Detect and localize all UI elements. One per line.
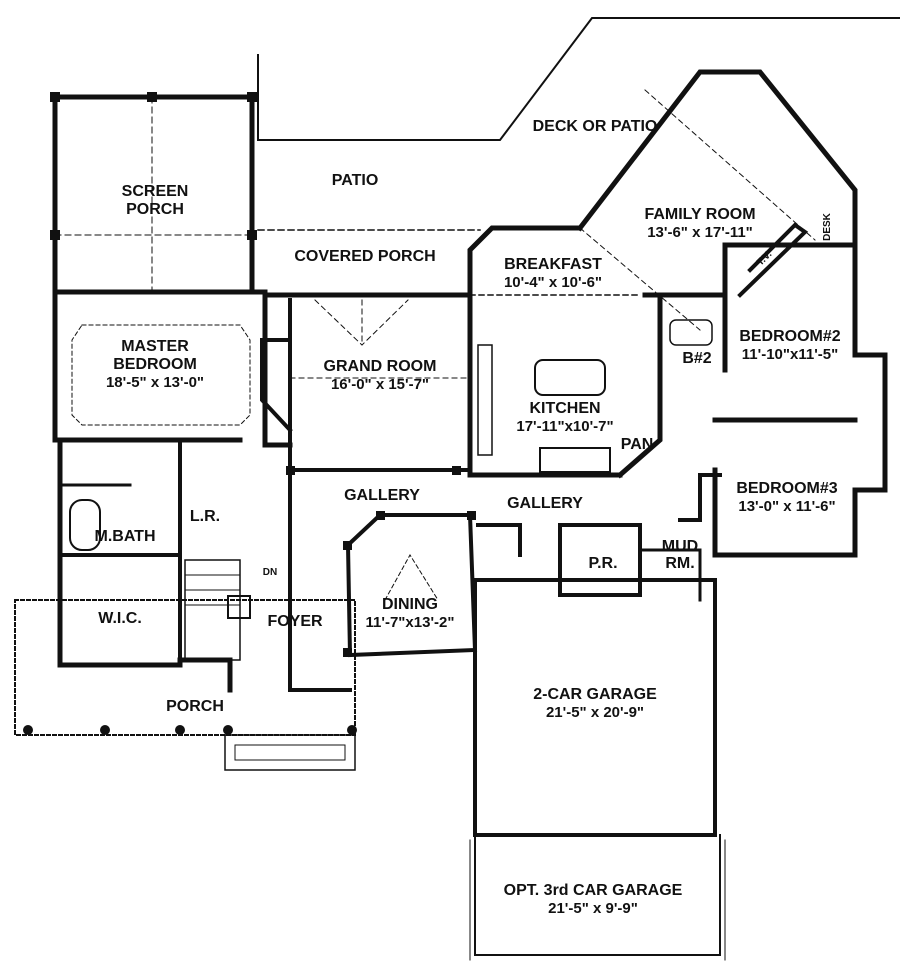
room-dimensions: 11'-10"x11'-5" bbox=[741, 346, 839, 363]
laundry-label: L.R. bbox=[189, 508, 221, 525]
room-dimensions: 13'-0" x 11'-6" bbox=[738, 498, 836, 515]
master-wall bbox=[52, 289, 293, 448]
desk-label: DESK bbox=[822, 213, 833, 241]
dining-outline bbox=[345, 513, 478, 658]
gallery-right-label: GALLERY bbox=[507, 495, 583, 512]
wic-label: W.I.C. bbox=[98, 610, 142, 627]
room-dimensions: 13'-6" x 17'-11" bbox=[647, 224, 753, 241]
deck-label: DECK OR PATIO bbox=[532, 118, 658, 135]
powder-room-label: P.R. bbox=[588, 555, 618, 572]
room-name: DINING bbox=[381, 596, 438, 613]
room-name: BREAKFAST bbox=[504, 256, 602, 273]
stairs-down-label: DN bbox=[262, 567, 278, 578]
room-name: KITCHEN bbox=[529, 400, 601, 417]
covered-porch-label: COVERED PORCH bbox=[294, 248, 436, 265]
room-dimensions: 21'-5" x 9'-9" bbox=[548, 900, 638, 917]
mudroom-label: MUD RM. bbox=[661, 538, 699, 572]
master-bath-label: M.BATH bbox=[94, 528, 156, 545]
bath2-label: B#2 bbox=[682, 350, 712, 367]
porch-label: PORCH bbox=[166, 698, 224, 715]
room-name: BEDROOM#2 bbox=[739, 328, 841, 345]
patio-label: PATIO bbox=[331, 172, 379, 189]
room-dimensions: 18'-5" x 13'-0" bbox=[105, 374, 205, 391]
room-dimensions: 16'-0" x 15'-7" bbox=[330, 376, 430, 393]
garage-outline bbox=[473, 578, 717, 837]
room-name: BEDROOM#3 bbox=[736, 480, 838, 497]
room-name: MASTER BEDROOM bbox=[113, 338, 197, 373]
room-dimensions: 11'-7"x13'-2" bbox=[365, 614, 455, 631]
room-name: 2-CAR GARAGE bbox=[533, 686, 657, 703]
gallery-left-label: GALLERY bbox=[344, 487, 420, 504]
room-dimensions: 10'-4" x 10'-6" bbox=[503, 274, 603, 291]
screen-porch-label: SCREEN PORCH bbox=[121, 183, 189, 218]
room-name: GRAND ROOM bbox=[323, 358, 437, 375]
foyer-label: FOYER bbox=[267, 613, 323, 630]
breakfast-bay bbox=[467, 225, 583, 298]
pantry-label: PAN bbox=[620, 436, 654, 453]
garage3-outline bbox=[474, 834, 721, 956]
room-dimensions: 21'-5" x 20'-9" bbox=[545, 704, 645, 721]
deck-outline bbox=[257, 17, 900, 141]
room-name: FAMILY ROOM bbox=[644, 206, 756, 223]
room-name: OPT. 3rd CAR GARAGE bbox=[503, 882, 683, 899]
room-dimensions: 17'-11"x10'-7" bbox=[516, 418, 614, 435]
